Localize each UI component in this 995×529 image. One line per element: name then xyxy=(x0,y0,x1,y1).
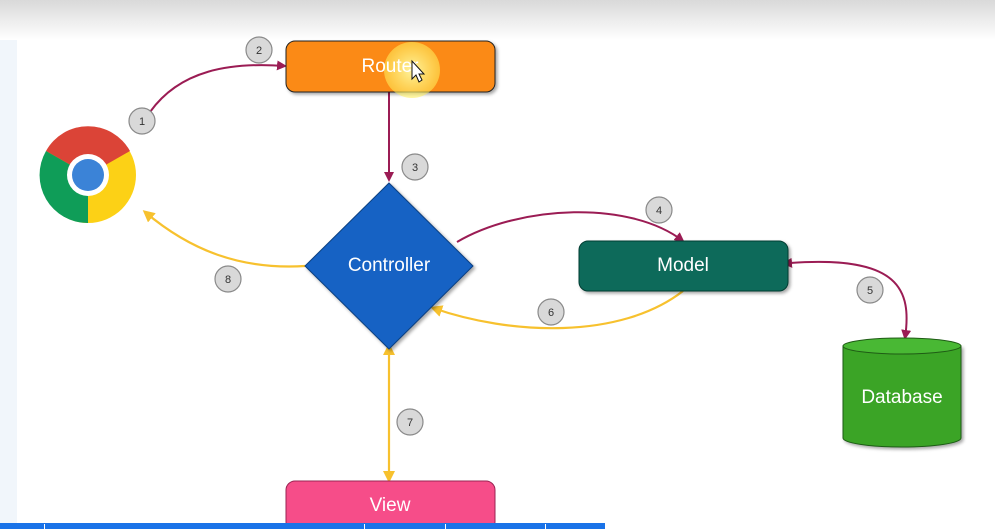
controller-node: Controller xyxy=(304,182,474,350)
step-badge-5: 5 xyxy=(856,276,884,304)
step-number: 3 xyxy=(412,162,418,174)
left-strip xyxy=(0,40,17,529)
database-label: Database xyxy=(861,387,942,408)
view-node: View xyxy=(285,480,496,529)
step-number: 8 xyxy=(225,274,231,286)
arrow-controller-to-model xyxy=(456,211,685,243)
arrow-model-database xyxy=(782,257,912,340)
mouse-cursor-icon xyxy=(411,59,426,83)
step-number: 7 xyxy=(407,417,413,429)
step-badge-7: 7 xyxy=(396,408,424,436)
toolbar-divider xyxy=(44,524,45,529)
step-number: 4 xyxy=(656,205,662,217)
database-node: Database xyxy=(842,337,962,448)
arrow-browser-to-router xyxy=(149,60,287,113)
step-badge-6: 6 xyxy=(537,298,565,326)
window-top-bar xyxy=(0,0,995,40)
model-label: Model xyxy=(657,255,709,276)
step-number: 6 xyxy=(548,307,554,319)
bottom-toolbar-strip xyxy=(0,523,605,529)
step-number: 2 xyxy=(256,45,262,57)
step-badge-2: 2 xyxy=(245,36,273,64)
step-badge-8: 8 xyxy=(214,265,242,293)
arrow-model-to-controller xyxy=(430,290,684,330)
step-badge-4: 4 xyxy=(645,196,673,224)
toolbar-divider xyxy=(364,524,365,529)
chrome-browser-icon xyxy=(39,126,136,224)
step-number: 5 xyxy=(867,285,873,297)
step-badge-3: 3 xyxy=(401,153,429,181)
router-label: Router xyxy=(361,56,419,77)
model-node: Model xyxy=(578,240,789,292)
toolbar-divider xyxy=(545,524,546,529)
step-number: 1 xyxy=(139,116,145,128)
step-badge-1: 1 xyxy=(128,107,156,135)
controller-label: Controller xyxy=(348,255,431,276)
view-label: View xyxy=(370,495,411,516)
router-node: Router xyxy=(285,40,496,98)
step-badges: 1 2 3 4 5 6 7 8 xyxy=(128,36,884,436)
arrow-controller-to-browser xyxy=(142,210,306,268)
toolbar-divider xyxy=(445,524,446,529)
